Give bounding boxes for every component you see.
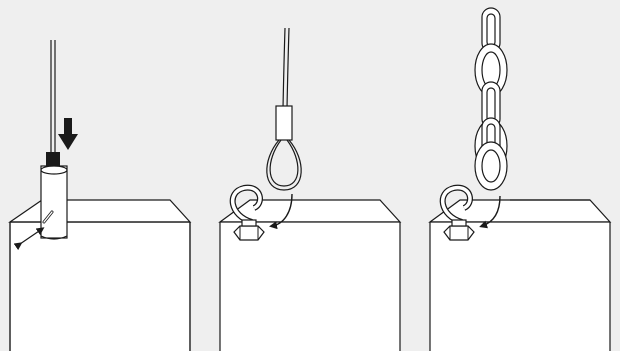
panel-chain (428, 7, 612, 351)
chain-link (481, 7, 501, 53)
cable-gripper-sleeve (40, 152, 68, 240)
chain-link (474, 141, 508, 191)
ferrule (275, 105, 293, 141)
fixture-box (218, 199, 402, 351)
panel-gripper (8, 40, 192, 351)
double-arrow-icon (13, 227, 45, 251)
hook-icon (439, 184, 473, 225)
chain-links (474, 7, 508, 191)
steel-cable (50, 40, 56, 158)
fixture-box (428, 199, 612, 351)
panel-wire-loop (218, 27, 402, 351)
hex-nut-icon (233, 219, 265, 241)
hook-icon (229, 184, 263, 225)
wire-loop (266, 139, 302, 191)
curved-arrow-icon (479, 195, 501, 229)
wire-rope (282, 27, 290, 109)
chain-link (474, 43, 508, 97)
chain-link (481, 81, 501, 129)
hex-nut-icon (443, 219, 475, 241)
push-down-arrow-icon (58, 118, 78, 150)
curved-arrow-icon (269, 193, 293, 230)
fixture-box (8, 199, 192, 351)
